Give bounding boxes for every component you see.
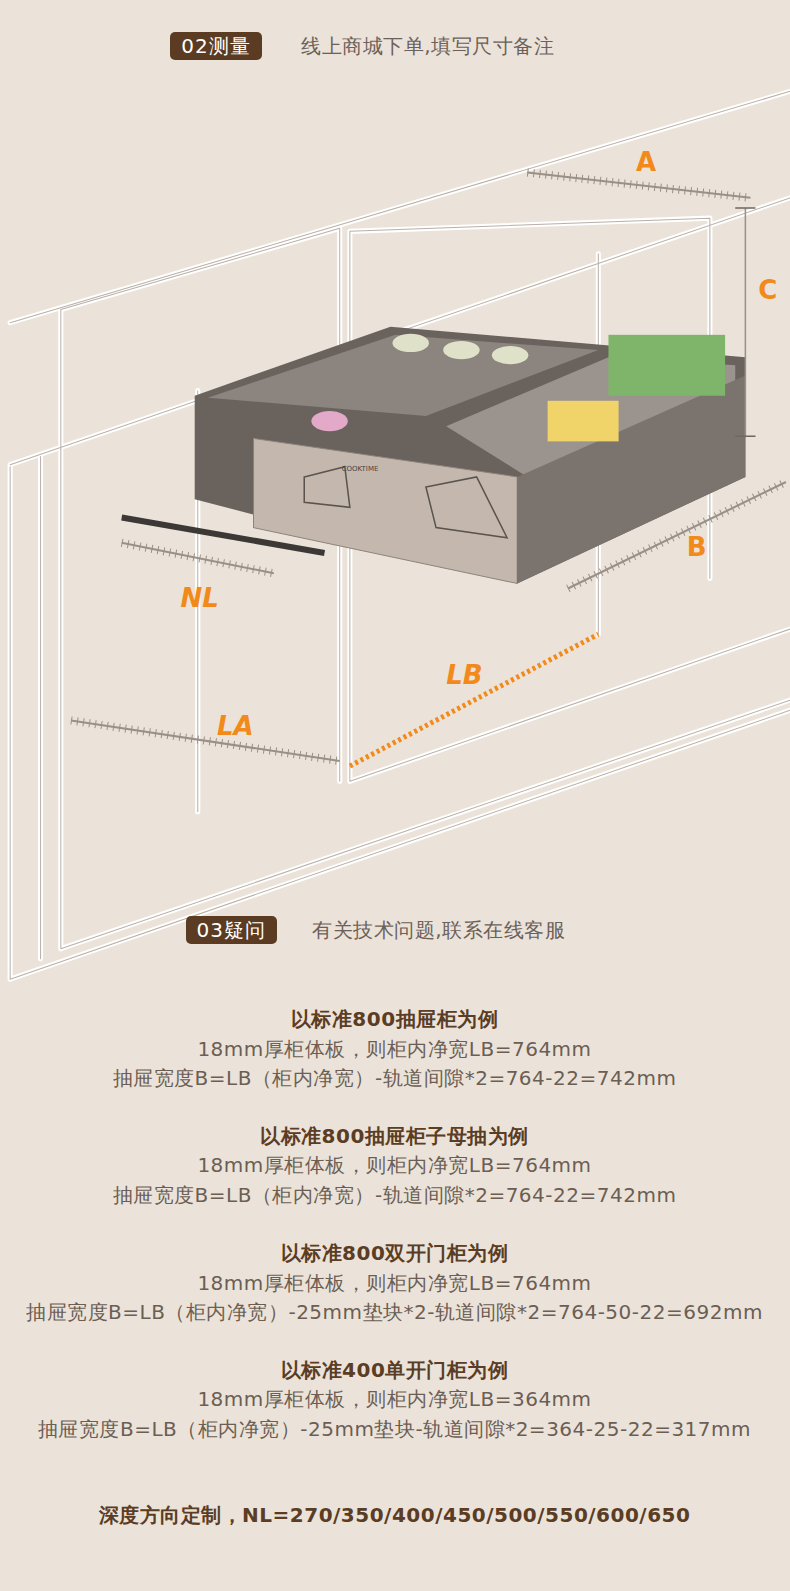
ruler-line: [71, 172, 786, 761]
example-line: 18mm厚柜体板，则柜内净宽LB=764mm: [197, 1037, 591, 1061]
drawer-front: [254, 438, 518, 583]
frame-outline: [10, 91, 790, 979]
cup: [443, 341, 480, 359]
dimension-label: LA: [217, 711, 254, 742]
butter-box: [548, 401, 619, 442]
dimension-label: LB: [446, 660, 482, 691]
formula-line: 抽屉宽度B=LB（柜内净宽）-轨道间隙*2=764-22=742mm: [113, 1066, 677, 1090]
cup: [492, 346, 529, 364]
example-heading: 以标准800抽屉柜子母抽为例: [260, 1124, 529, 1148]
dimension-rulers: [71, 172, 786, 766]
step-badge: 03疑问: [186, 916, 277, 944]
example-line: 18mm厚柜体板，则柜内净宽LB=764mm: [197, 1271, 591, 1295]
step-note: 线上商城下单,填写尺寸备注: [301, 34, 554, 58]
example-heading: 以标准800抽屉柜为例: [291, 1007, 498, 1031]
ruler-ticks: [71, 172, 786, 761]
dimension-label: B: [687, 532, 707, 563]
drawer-drawing: [122, 327, 746, 584]
example-line: 18mm厚柜体板，则柜内净宽LB=764mm: [197, 1153, 591, 1177]
front-pattern: [304, 467, 507, 538]
cup: [392, 334, 429, 352]
bowl: [311, 411, 348, 431]
lb-highlight: [350, 634, 598, 766]
dimension-label: C: [758, 275, 777, 306]
brand-mark: COOKTIME: [342, 465, 379, 473]
step-badge: 02测量: [170, 32, 261, 60]
step-note: 有关技术问题,联系在线客服: [312, 918, 565, 942]
formula-line: 抽屉宽度B=LB（柜内净宽）-25mm垫块-轨道间隙*2=364-25-22=3…: [38, 1417, 751, 1441]
example-heading: 以标准400单开门柜为例: [281, 1358, 509, 1382]
dimension-label: NL: [181, 583, 219, 614]
milk-boxes: [608, 335, 725, 396]
dimension-label: A: [636, 147, 656, 178]
badge-text: 02测量: [181, 34, 250, 58]
frame-highlight: [10, 91, 790, 979]
example-heading: 以标准800双开门柜为例: [281, 1241, 509, 1265]
drawer-side: [517, 375, 745, 583]
depth-note: 深度方向定制，NL=270/350/400/450/500/550/600/65…: [99, 1503, 691, 1527]
cabinet-wireframe: [10, 91, 790, 979]
ruler-end: [735, 208, 755, 436]
example-line: 18mm厚柜体板，则柜内净宽LB=364mm: [197, 1387, 591, 1411]
formula-line: 抽屉宽度B=LB（柜内净宽）-轨道间隙*2=764-22=742mm: [113, 1183, 677, 1207]
formula-line: 抽屉宽度B=LB（柜内净宽）-25mm垫块*2-轨道间隙*2=764-50-22…: [26, 1300, 763, 1324]
ruler-line: [745, 208, 747, 436]
badge-text: 03疑问: [197, 918, 266, 942]
